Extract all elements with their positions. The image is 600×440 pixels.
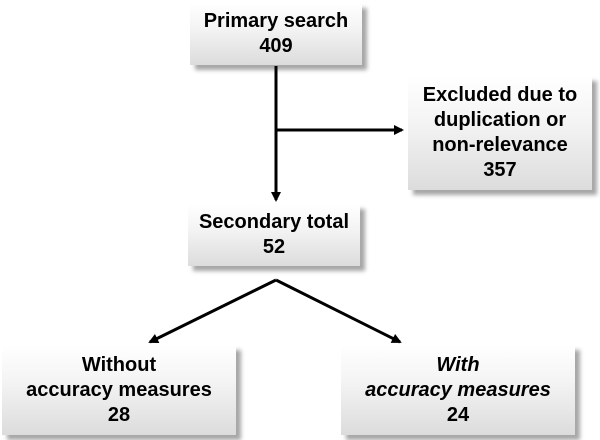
secondary-total-label: Secondary total [198, 211, 350, 233]
secondary-total-count: 52 [262, 236, 286, 258]
excluded-box: Excluded due to duplication or non-relev… [408, 76, 592, 190]
with-label-line1: With [436, 353, 480, 376]
arrow-secondary-to-without [148, 278, 277, 344]
arrow-secondary-to-with [275, 278, 402, 344]
excluded-label-line3: non-relevance [432, 134, 568, 156]
without-label-line2: accuracy measures [26, 378, 212, 401]
without-count: 28 [107, 403, 131, 426]
with-count: 24 [446, 403, 470, 426]
primary-search-count: 409 [259, 35, 293, 57]
without-label-line1: Without [81, 353, 157, 376]
primary-search-box: Primary search 409 [190, 3, 362, 65]
excluded-label-line2: duplication or [433, 109, 567, 131]
without-accuracy-box: Without accuracy measures 28 [2, 345, 236, 435]
with-accuracy-box: With accuracy measures 24 [341, 345, 575, 435]
secondary-total-box: Secondary total 52 [188, 204, 360, 266]
excluded-label-line1: Excluded due to [422, 84, 578, 106]
excluded-count: 357 [483, 159, 517, 181]
primary-search-label: Primary search [203, 10, 349, 32]
with-label-line2: accuracy measures [365, 378, 551, 401]
